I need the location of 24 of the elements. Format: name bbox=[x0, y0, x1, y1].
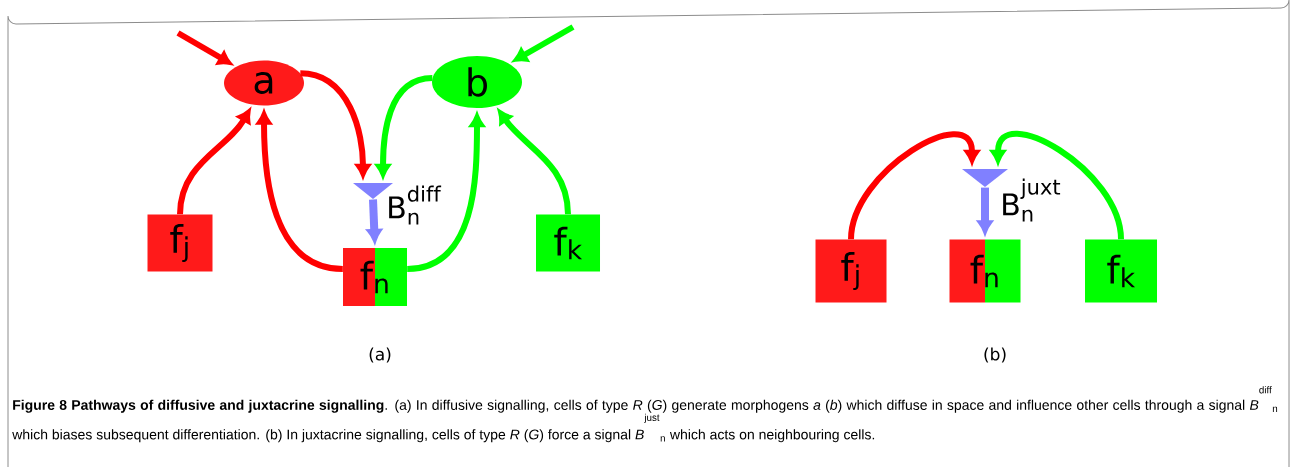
signal-label: $\mathsf{B}_{\mathsf{n}}^{\mathsf{diff}}$ bbox=[389, 185, 442, 225]
arrow bbox=[300, 70, 371, 178]
arrow bbox=[176, 30, 232, 65]
cell-box: f$_{k}$ bbox=[536, 214, 600, 272]
panel-label: (b) bbox=[984, 347, 1006, 363]
figure-caption: Figure 8 Pathways of diffusive and juxtacrine signalling. (a) In diffusive signalling, cells of type R (G) generate morphogens a (b) which diffuse in space and influence other cells through a signal Bdiffn which biases subsequent differentiation. (b) In juxtacrine signalling, cells of type R (G) force a signal Bjust$_{n}$ which acts on neighbouring cells. bbox=[12, 386, 1278, 443]
arrow bbox=[375, 75, 433, 178]
arrow bbox=[256, 110, 344, 272]
cell-box: f$_{j}$ bbox=[147, 214, 213, 272]
node-label: n bbox=[985, 272, 998, 288]
panel-label: (a) bbox=[369, 347, 391, 363]
cell-box: f$_{k}$ bbox=[1085, 239, 1157, 303]
arrow bbox=[513, 24, 575, 62]
ellipse-node: a bbox=[224, 60, 304, 106]
signal-label: $\mathsf{B}_{\mathsf{n}}^{\mathsf{juxt}}$ bbox=[1003, 178, 1061, 222]
ellipse-node: b bbox=[432, 56, 522, 108]
cell-box: f$_{j}$ bbox=[815, 239, 887, 303]
node-label: n bbox=[375, 278, 388, 294]
arrow bbox=[497, 109, 571, 215]
arrow bbox=[848, 131, 980, 240]
cell-box: f$_{n}$ bbox=[949, 239, 1021, 303]
arrow bbox=[990, 130, 1124, 240]
arrow bbox=[406, 113, 485, 272]
cell-box: f$_{n}$ bbox=[343, 248, 407, 306]
